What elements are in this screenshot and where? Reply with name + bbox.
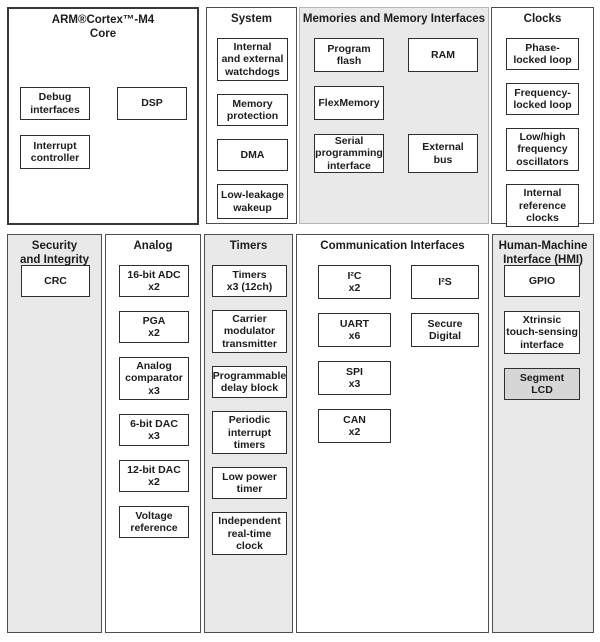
block-periodic-interrupt-timers: Periodic interrupt timers [212, 411, 287, 455]
section-timers: Timers Timers x3 (12ch) Carrier modulato… [204, 234, 293, 633]
section-timers-header: Timers [229, 240, 268, 252]
block-external-bus: External bus [408, 134, 478, 173]
block-timers-x3: Timers x3 (12ch) [212, 265, 287, 297]
block-carrier-modulator-transmitter: Carrier modulator transmitter [212, 310, 287, 354]
comm-right-block-stack: I²S Secure Digital [411, 265, 479, 347]
block-program-flash: Program flash [314, 38, 384, 72]
section-security-and-integrity-header: Security and Integrity [19, 240, 89, 266]
block-dsp: DSP [117, 87, 187, 120]
section-system-header: System [231, 13, 272, 25]
block-12-bit-dac: 12-bit DAC x2 [119, 460, 189, 493]
block-independent-real-time-clock: Independent real-time clock [212, 512, 287, 556]
section-communication-interfaces-header: Communication Interfaces [320, 240, 465, 252]
block-flexmemory: FlexMemory [314, 86, 384, 120]
section-communication-interfaces: Communication Interfaces I²C x2 UART x6 … [296, 234, 489, 633]
block-low-power-timer: Low power timer [212, 467, 287, 500]
block-interrupt-controller: Interrupt controller [20, 135, 90, 169]
block-spi: SPI x3 [318, 361, 391, 395]
section-clocks-header: Clocks [523, 13, 562, 25]
block-voltage-reference: Voltage reference [119, 506, 189, 539]
block-can: CAN x2 [318, 409, 391, 443]
section-system: System Internal and external watchdogs M… [206, 7, 297, 224]
block-gpio: GPIO [504, 265, 580, 297]
section-clocks: Clocks Phase- locked loop Frequency- loc… [491, 7, 594, 228]
block-internal-external-watchdogs: Internal and external watchdogs [217, 38, 288, 82]
block-debug-interfaces: Debug interfaces [20, 87, 90, 120]
section-security-and-integrity: Security and Integrity CRC [7, 234, 102, 633]
section-memories-header: Memories and Memory Interfaces [302, 13, 486, 25]
clocks-block-stack: Phase- locked loop Frequency- locked loo… [506, 38, 579, 228]
comm-left-block-stack: I²C x2 UART x6 SPI x3 CAN x2 [318, 265, 391, 443]
block-programmable-delay-block: Programmable delay block [212, 366, 287, 399]
analog-block-stack: 16-bit ADC x2 PGA x2 Analog comparator x… [119, 265, 189, 539]
block-segment-lcd: Segment LCD [504, 368, 580, 401]
section-analog: Analog 16-bit ADC x2 PGA x2 Analog compa… [105, 234, 201, 633]
block-crc: CRC [21, 265, 90, 297]
block-i2s: I²S [411, 265, 479, 299]
hmi-block-stack: GPIO Xtrinsic touch-sensing interface Se… [504, 265, 580, 401]
section-human-machine-interface-header: Human-Machine Interface (HMI) [498, 240, 588, 266]
block-low-leakage-wakeup: Low-leakage wakeup [217, 184, 288, 220]
block-ram: RAM [408, 38, 478, 72]
block-i2c: I²C x2 [318, 265, 391, 299]
system-block-stack: Internal and external watchdogs Memory p… [217, 38, 288, 220]
block-xtrinsic-touch-sensing-interface: Xtrinsic touch-sensing interface [504, 311, 580, 355]
block-low-high-frequency-oscillators: Low/high frequency oscillators [506, 128, 579, 172]
section-analog-header: Analog [133, 240, 173, 252]
section-arm-cortex-m4-core: ARM®Cortex™-M4 Core Debug interfaces DSP… [7, 7, 199, 225]
section-memories: Memories and Memory Interfaces Program f… [299, 7, 489, 224]
section-arm-cortex-m4-core-header: ARM®Cortex™-M4 Core [51, 14, 155, 40]
block-internal-reference-clocks: Internal reference clocks [506, 184, 579, 228]
section-human-machine-interface: Human-Machine Interface (HMI) GPIO Xtrin… [492, 234, 594, 633]
block-secure-digital: Secure Digital [411, 313, 479, 347]
block-frequency-locked-loop: Frequency- locked loop [506, 83, 579, 115]
timers-block-stack: Timers x3 (12ch) Carrier modulator trans… [212, 265, 287, 556]
block-phase-locked-loop: Phase- locked loop [506, 38, 579, 70]
block-memory-protection: Memory protection [217, 94, 288, 127]
block-6-bit-dac: 6-bit DAC x3 [119, 414, 189, 447]
block-uart: UART x6 [318, 313, 391, 347]
block-analog-comparator: Analog comparator x3 [119, 357, 189, 401]
block-dma: DMA [217, 139, 288, 172]
block-serial-programming-interface: Serial programming interface [314, 134, 384, 173]
block-pga: PGA x2 [119, 311, 189, 343]
block-16-bit-adc: 16-bit ADC x2 [119, 265, 189, 297]
security-block-stack: CRC [21, 265, 90, 297]
